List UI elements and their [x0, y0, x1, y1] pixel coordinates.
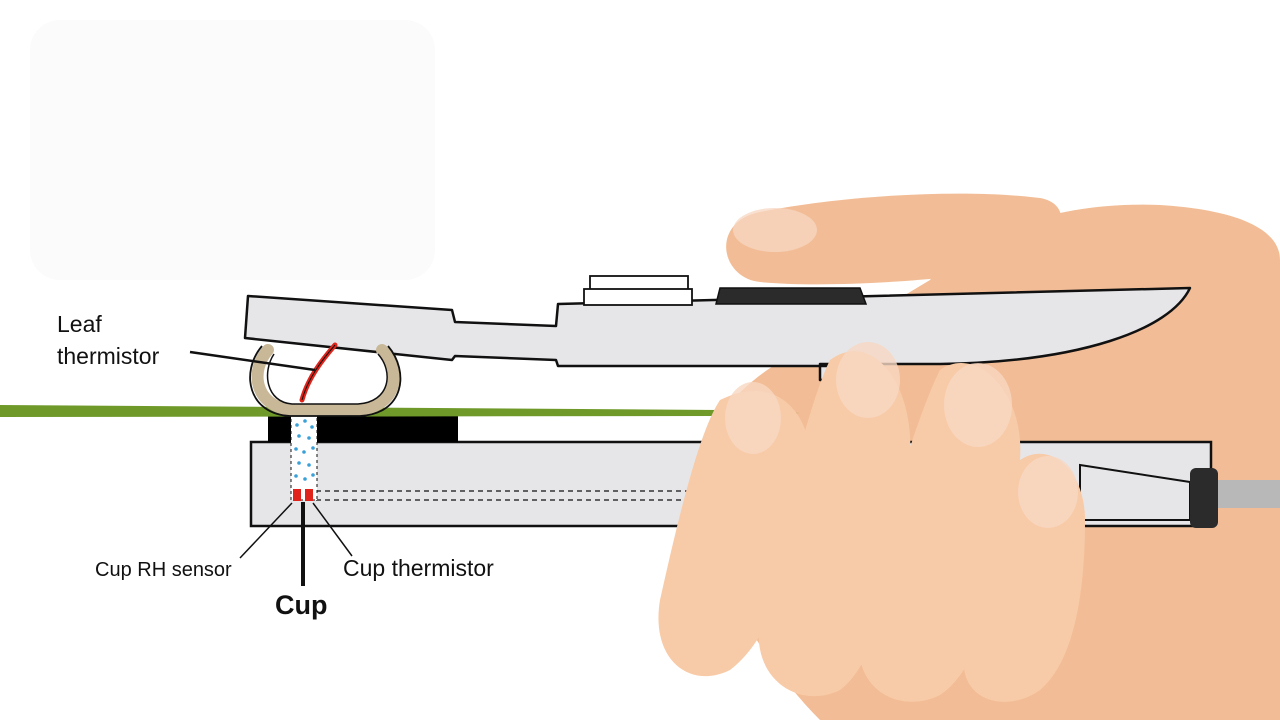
porometer-upper-arm — [243, 286, 1192, 382]
cable — [1218, 480, 1280, 508]
cup-thermistor-chip — [305, 489, 313, 501]
leaf-gasket-outline — [249, 345, 402, 417]
leaf-thermistor-leader — [189, 350, 316, 372]
cup-rh-sensor-label: Cup RH sensor — [95, 559, 232, 581]
white-button-base — [583, 288, 693, 306]
leaf-thermistor-label-line1: Leaf — [57, 311, 102, 337]
fingernail-4 — [1018, 456, 1078, 528]
leaf — [0, 405, 800, 417]
white-button — [589, 275, 689, 291]
black-button — [715, 287, 868, 305]
background-panel — [30, 20, 435, 280]
cable-connector — [1190, 468, 1218, 528]
index-fingernail — [733, 208, 817, 252]
fingernail-2 — [836, 342, 900, 418]
water-droplets — [294, 419, 315, 481]
fingernail-3 — [944, 363, 1012, 447]
cup-rh-sensor-chip — [293, 489, 301, 501]
leaf-thermistor-wire — [299, 342, 338, 403]
cup-thermistor-leader — [312, 502, 353, 557]
cup-thermistor-label: Cup thermistor — [343, 555, 494, 581]
cup-label: Cup — [275, 590, 327, 620]
leaf-gasket-inner — [266, 353, 388, 405]
hand-index-finger — [726, 193, 1062, 285]
leaf-gasket — [251, 344, 400, 416]
fingernail-1 — [725, 382, 781, 454]
leaf-thermistor-label-line2: thermistor — [57, 343, 160, 369]
cup-rh-sensor-leader — [239, 502, 293, 559]
leaf-thermistor-wire-outline — [301, 344, 336, 401]
